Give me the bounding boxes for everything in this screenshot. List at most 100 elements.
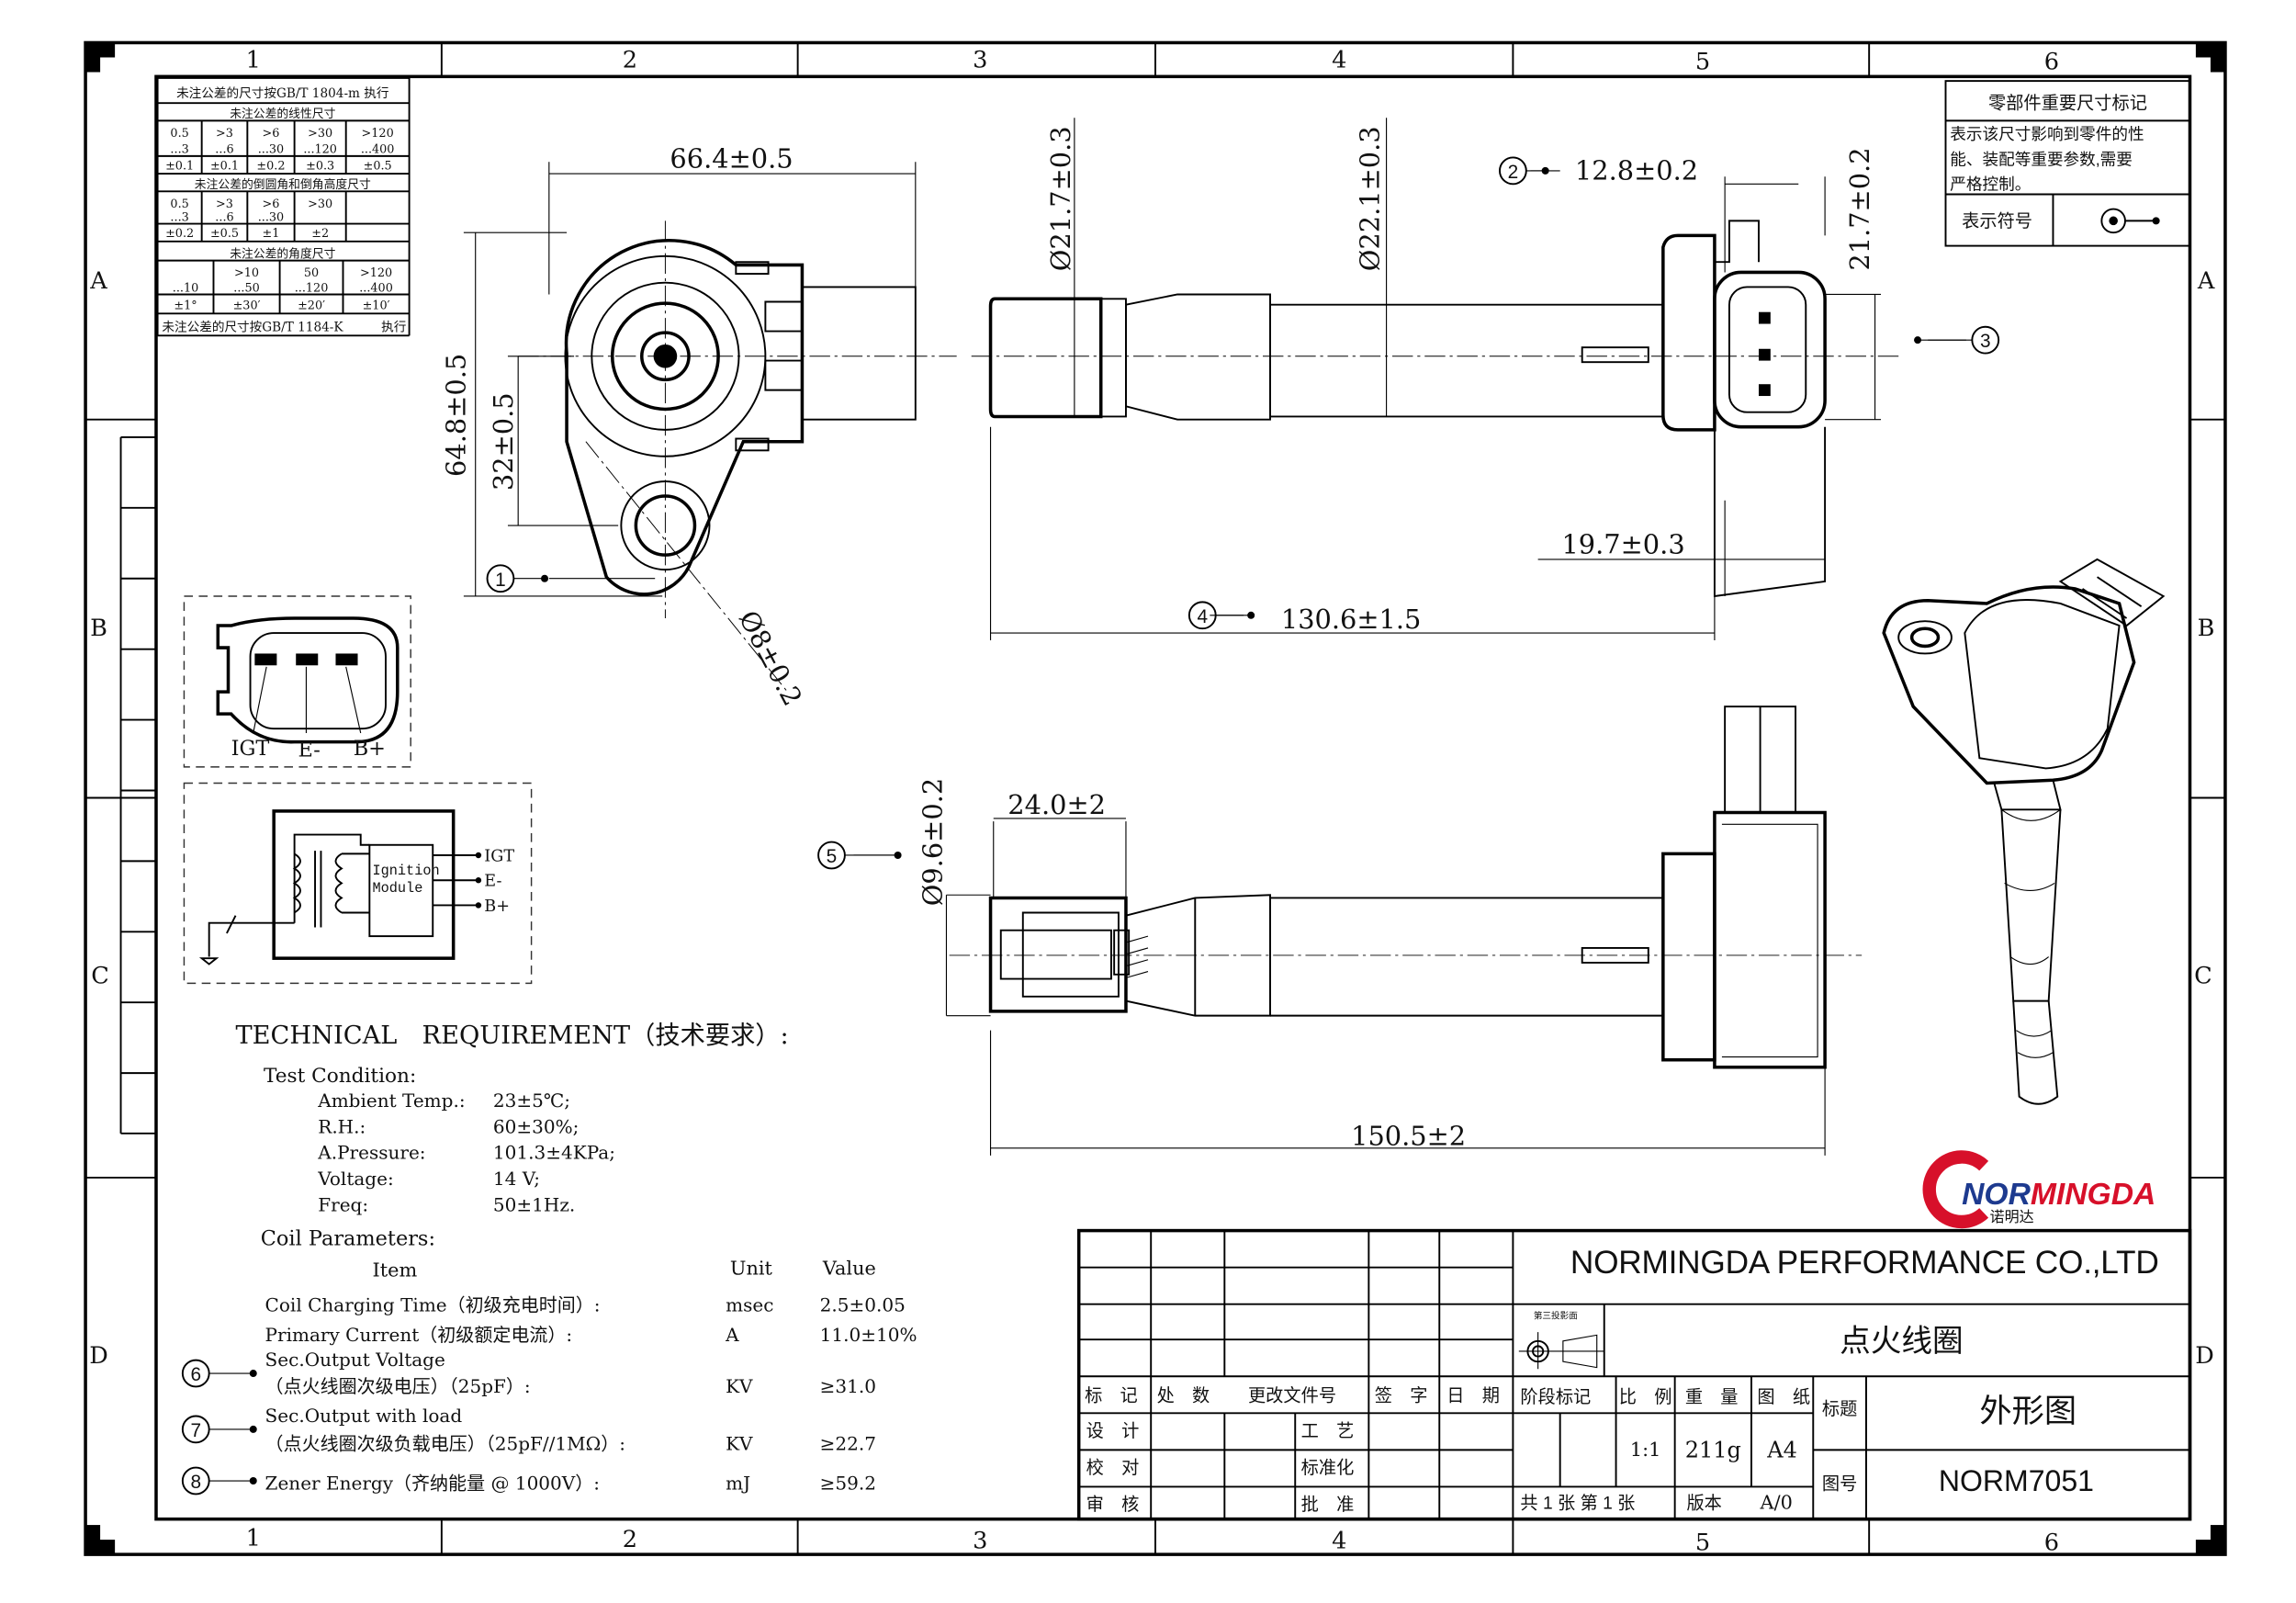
dim-height-total: 64.8±0.5	[440, 354, 471, 477]
balloon-number: 5	[827, 846, 838, 867]
tol-footer: 执行	[381, 321, 406, 335]
condition-value: 101.3±4KPa;	[493, 1142, 615, 1164]
tol-range: ...6	[215, 210, 233, 224]
param-item: Sec.Output Voltage	[265, 1349, 445, 1371]
revision-header: 更改文件号	[1248, 1385, 1336, 1405]
param-item: Sec.Output with load	[265, 1405, 463, 1427]
tech-title: TECHNICAL REQUIREMENT（技术要求）:	[236, 1022, 789, 1050]
terminal-label: IGT	[484, 847, 514, 865]
third-angle-projection-icon	[1518, 1332, 1604, 1370]
tol-value: ±1°	[174, 299, 197, 313]
param-unit: msec	[726, 1294, 773, 1316]
condition-label: Ambient Temp.:	[317, 1089, 465, 1112]
balloon-number: 1	[495, 570, 506, 591]
param-unit: KV	[726, 1432, 753, 1454]
col-header-unit: Unit	[730, 1258, 773, 1280]
param-value: ≥31.0	[820, 1375, 876, 1397]
tol-subtitle: 未注公差的倒圆角和倒角高度尺寸	[195, 177, 371, 192]
tol-range: ...120	[295, 281, 329, 295]
param-item: （点火线圈次级电压）（25pF）:	[265, 1375, 531, 1397]
leader-dot	[541, 574, 549, 582]
projection-label: 第三投影面	[1534, 1311, 1578, 1322]
tol-value: ±1	[263, 227, 280, 241]
side-view-bottom-dimension-lines	[853, 818, 1826, 1156]
dim-boot-dia: Ø21.7±0.3	[1045, 126, 1076, 271]
legend-symbol-label: 表示符号	[1962, 211, 2032, 231]
condition-value: 23±5℃;	[493, 1089, 570, 1112]
dim-tip-dia: Ø9.6±0.2	[917, 778, 949, 906]
tol-subtitle: 未注公差的角度尺寸	[230, 246, 335, 261]
svg-text:B: B	[90, 615, 107, 642]
pin-label-b: B+	[354, 737, 386, 761]
tol-range: >120	[360, 266, 392, 280]
tol-range: ...400	[361, 143, 395, 157]
svg-text:6: 6	[2044, 48, 2059, 75]
condition-value: 50±1Hz.	[493, 1193, 575, 1215]
weight-label: 重 量	[1685, 1387, 1739, 1407]
side-view-top	[971, 220, 1899, 598]
svg-text:2: 2	[623, 1526, 637, 1553]
key-dimension-symbol-icon	[2100, 208, 2160, 234]
tol-range: >10	[234, 266, 259, 280]
param-unit: A	[725, 1324, 739, 1346]
svg-text:1: 1	[246, 47, 261, 74]
param-item: Coil Charging Time（初级充电时间）:	[265, 1294, 601, 1316]
balloon-circle	[181, 1415, 210, 1444]
stage-label: 阶段标记	[1520, 1387, 1591, 1407]
tol-range: 0.5	[170, 198, 188, 211]
role-label: 标准化	[1301, 1458, 1355, 1478]
balloon-circle	[486, 564, 515, 593]
corner-marks	[85, 42, 2225, 1555]
svg-text:D: D	[89, 1342, 108, 1370]
role-label: 设 计	[1086, 1421, 1140, 1441]
role-label: 校 对	[1086, 1458, 1140, 1478]
dim-boot-length: 24.0±2	[1007, 789, 1106, 820]
param-value: ≥22.7	[820, 1432, 876, 1454]
tol-range: ...10	[173, 281, 199, 295]
leader-dot	[1247, 611, 1255, 619]
tol-range: >120	[362, 127, 394, 141]
col-header-item: Item	[373, 1259, 418, 1281]
terminal-label: B+	[484, 897, 510, 916]
part-name: 点火线圈	[1840, 1324, 1964, 1359]
balloon-circle	[181, 1359, 210, 1388]
param-unit: KV	[726, 1375, 753, 1397]
svg-text:3: 3	[973, 47, 987, 74]
tol-range: >30	[308, 127, 332, 141]
tol-range: >3	[216, 127, 233, 141]
svg-text:4: 4	[1332, 1528, 1346, 1555]
drawing-no-label: 图号	[1822, 1475, 1857, 1495]
svg-text:D: D	[2195, 1342, 2214, 1370]
tol-range: 0.5	[170, 127, 188, 141]
scale-value: 1:1	[1630, 1439, 1661, 1461]
tol-range: ...6	[215, 143, 233, 157]
dim-tube-dia: Ø22.1±0.3	[1355, 126, 1386, 271]
tol-range: ...3	[170, 210, 188, 224]
tol-value: ±0.2	[256, 159, 285, 173]
legend-title: 零部件重要尺寸标记	[1988, 94, 2147, 114]
tolerance-table: 未注公差的尺寸按GB/T 1804-m 执行未注公差的线性尺寸未注公差的倒圆角和…	[156, 76, 411, 337]
balloon-circle	[1499, 156, 1527, 186]
tol-value: ±20′	[298, 299, 325, 313]
svg-text:1: 1	[246, 1525, 261, 1552]
revision-header: 签 字	[1375, 1385, 1428, 1405]
module-label: Module	[373, 880, 423, 897]
company-logo: NORMINGDA 诺明达	[1922, 1150, 2155, 1229]
condition-label: Voltage:	[317, 1168, 393, 1190]
tol-value: ±10′	[363, 299, 390, 313]
role-label: 批 准	[1301, 1495, 1355, 1515]
revision-header: 标 记	[1085, 1385, 1138, 1405]
svg-text:B: B	[2198, 615, 2215, 642]
test-condition-heading: Test Condition:	[264, 1065, 416, 1088]
tol-range: ...50	[233, 281, 260, 295]
module-label: Ignition	[373, 863, 440, 879]
isometric-view	[1882, 558, 2166, 1105]
dim-length-total: 150.5±2	[1351, 1121, 1466, 1152]
paper-label: 图 纸	[1757, 1387, 1810, 1407]
legend-line: 严格控制。	[1950, 175, 2031, 194]
pin-icon	[254, 653, 358, 666]
leader-dot	[249, 1425, 257, 1433]
tol-range: >6	[263, 198, 280, 211]
svg-text:6: 6	[2044, 1529, 2059, 1556]
